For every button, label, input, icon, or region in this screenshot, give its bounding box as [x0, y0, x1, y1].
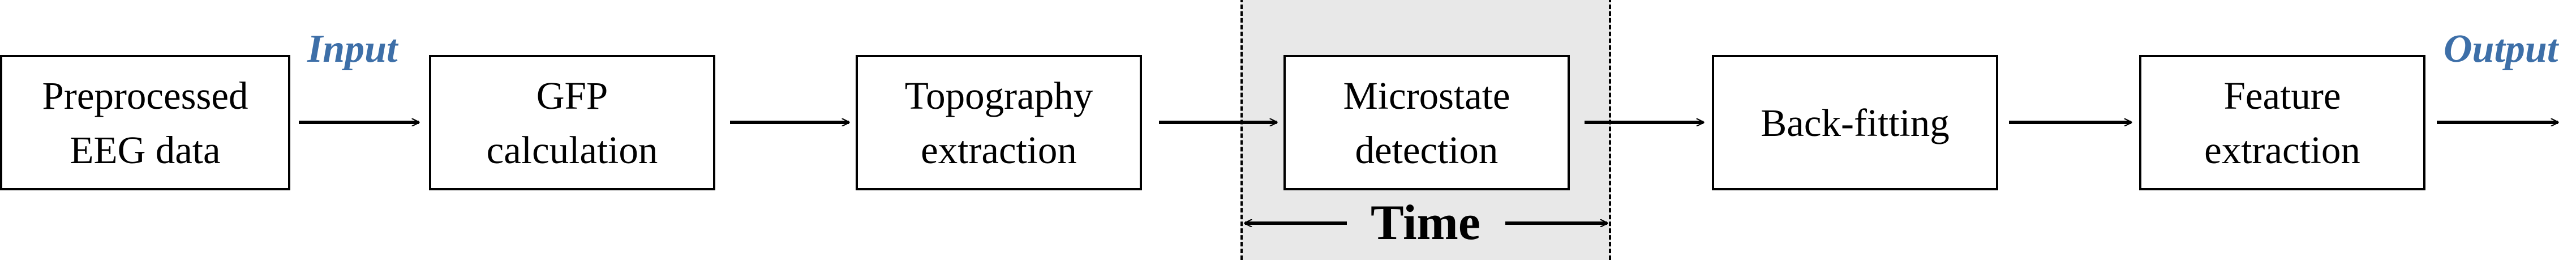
step-preprocessed-eeg-data: Preprocessed EEG data [0, 55, 290, 190]
step-label: GFP calculation [486, 74, 658, 172]
input-label: Input [307, 27, 398, 71]
step-label: Topography extraction [904, 74, 1093, 172]
output-label: Output [2444, 27, 2558, 71]
step-topography-extraction: Topography extraction [856, 55, 1142, 190]
step-feature-extraction: Feature extraction [2139, 55, 2425, 190]
step-back-fitting: Back-fitting [1712, 55, 1998, 190]
step-gfp-calculation: GFP calculation [429, 55, 715, 190]
step-label: Preprocessed EEG data [42, 74, 248, 172]
time-label: Time [1363, 198, 1488, 248]
step-label: Feature extraction [2204, 74, 2360, 172]
step-label: Back-fitting [1761, 101, 1950, 144]
step-microstate-detection: Microstate detection [1283, 55, 1570, 190]
step-label: Microstate detection [1343, 74, 1510, 172]
